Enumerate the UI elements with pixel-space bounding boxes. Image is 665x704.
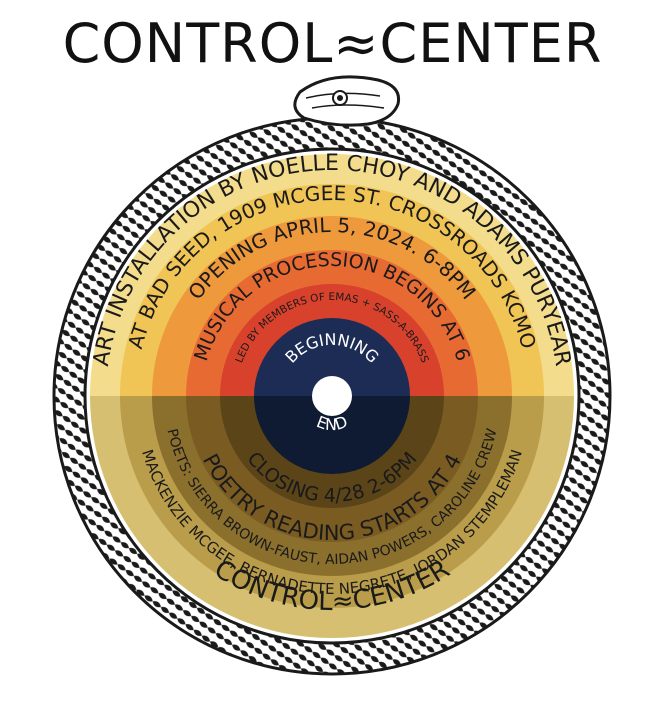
center-text-end: END: [314, 412, 350, 434]
top-rings: [90, 154, 574, 396]
bottom-rings: [90, 396, 574, 638]
poster-title: CONTROL≈CENTER: [62, 12, 603, 75]
center-hole-icon: [312, 376, 352, 416]
